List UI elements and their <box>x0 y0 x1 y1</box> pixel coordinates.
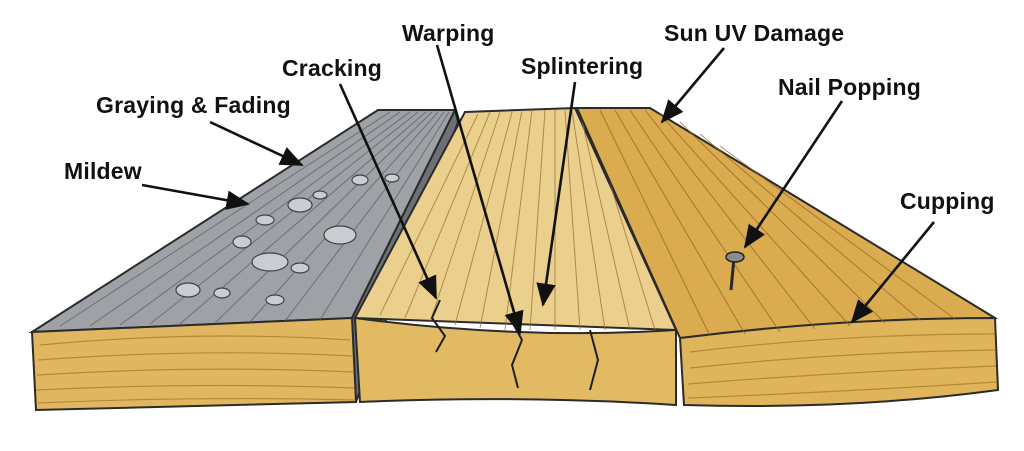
arrow-nail-popping <box>743 100 844 249</box>
crack-line <box>430 299 447 353</box>
label-splintering: Splintering <box>521 53 644 79</box>
right-board-end-grain <box>678 316 1000 407</box>
label-graying-fading: Graying & Fading <box>96 92 291 118</box>
label-nail-popping: Nail Popping <box>778 74 921 100</box>
mildew-spot-icon <box>175 173 400 306</box>
gray-board-end-grain <box>30 316 358 412</box>
arrow-sun-uv <box>660 47 725 124</box>
sun-damaged-right-board <box>575 107 1000 407</box>
label-cupping: Cupping <box>900 188 995 214</box>
nail-icon <box>725 251 745 291</box>
label-sun-uv-damage: Sun UV Damage <box>664 20 845 46</box>
crack-line <box>589 329 600 391</box>
label-cracking: Cracking <box>282 55 383 81</box>
label-mildew: Mildew <box>64 158 142 184</box>
arrow-mildew <box>141 183 250 210</box>
label-warping: Warping <box>402 20 495 46</box>
arrow-cupping <box>850 221 936 324</box>
arrow-splintering <box>536 81 577 307</box>
arrow-graying <box>209 120 304 167</box>
arrow-warping <box>435 44 524 335</box>
middle-board-end-grain <box>353 316 677 407</box>
arrow-cracking <box>338 83 438 300</box>
